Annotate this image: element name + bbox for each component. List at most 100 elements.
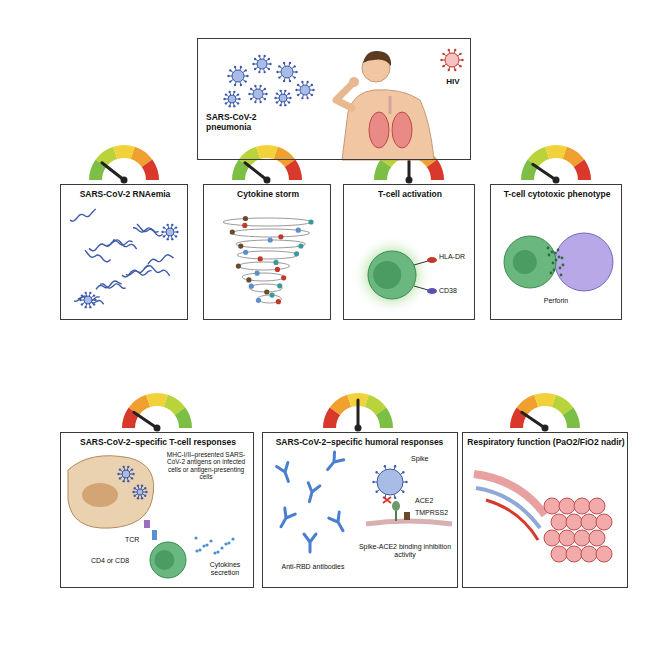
parameter-box: T-cell cytotoxic phenotypePerforin bbox=[490, 184, 622, 320]
gauge-needle bbox=[533, 164, 556, 180]
target-cell bbox=[555, 233, 613, 291]
patient-torso bbox=[342, 90, 434, 160]
virus-spike-tip bbox=[402, 490, 404, 492]
perforin-granule bbox=[553, 269, 556, 272]
gauge-needle bbox=[522, 412, 545, 428]
alveolus bbox=[566, 546, 582, 562]
virus-spike-tip bbox=[240, 66, 242, 68]
antigen-presenting-cell bbox=[68, 456, 154, 528]
virus-spike-tip bbox=[284, 90, 286, 92]
cytokine-dot bbox=[268, 237, 273, 242]
virus-spike-tip bbox=[223, 98, 225, 100]
antibody bbox=[276, 508, 295, 530]
virus-spike-tip bbox=[405, 481, 407, 483]
gauge-segment bbox=[129, 395, 151, 415]
perforin-granule bbox=[562, 264, 565, 267]
virus-spike-tip bbox=[372, 481, 374, 483]
virus-spike-tip bbox=[237, 93, 239, 95]
rna-strand bbox=[70, 209, 96, 221]
cytokine-dot bbox=[194, 536, 197, 539]
hla-dr-receptor bbox=[427, 257, 437, 263]
virus-spike-tip bbox=[254, 68, 256, 70]
cytokine-dot bbox=[273, 260, 278, 265]
virus-spike-tip bbox=[311, 94, 313, 96]
virus-spike-tip bbox=[252, 63, 254, 65]
virus-spike-tip bbox=[295, 71, 297, 73]
cytokine-dot bbox=[254, 271, 259, 276]
rna-strand bbox=[144, 266, 170, 276]
rna-strand bbox=[100, 284, 126, 288]
virus-body bbox=[137, 489, 143, 495]
cytokine-dot bbox=[275, 267, 280, 272]
virus-spike-tip bbox=[176, 231, 178, 233]
virus-spike-tip bbox=[297, 94, 299, 96]
virus-body bbox=[279, 94, 287, 102]
part-label: Perforin bbox=[521, 297, 591, 305]
cytokine-dot bbox=[308, 219, 313, 224]
virus-spike-tip bbox=[276, 92, 278, 94]
gauge-needle bbox=[102, 163, 124, 180]
cytokine-dot bbox=[278, 234, 283, 239]
antibody bbox=[323, 452, 344, 474]
virus-spike-tip bbox=[311, 84, 313, 86]
apc-nucleus bbox=[82, 483, 118, 507]
perforin-granule bbox=[550, 272, 553, 275]
virus-spike-tip bbox=[225, 102, 227, 104]
virus-spike-tip bbox=[254, 85, 256, 87]
cytokine-dot bbox=[198, 548, 201, 551]
virus-spike-tip bbox=[283, 80, 285, 82]
part-label: CD4 or CD8 bbox=[91, 557, 145, 565]
part-label: HIV bbox=[438, 77, 468, 86]
gauge-segment bbox=[330, 395, 352, 415]
cytokine-dot bbox=[249, 284, 254, 289]
cytokine-dot bbox=[296, 228, 301, 233]
virus-spike-tip bbox=[250, 98, 252, 100]
virus-spike-tip bbox=[402, 471, 404, 473]
virus-spike-tip bbox=[269, 63, 271, 65]
overview-panel: SARS-CoV-2 pneumoniaHIV bbox=[197, 38, 471, 160]
virus-spike-tip bbox=[141, 485, 143, 487]
ace2-stalk bbox=[395, 510, 397, 521]
virus bbox=[132, 485, 147, 500]
virus-spike-tip bbox=[81, 303, 83, 305]
part-label: Spike bbox=[411, 455, 451, 463]
virus-spike-tip bbox=[265, 93, 267, 95]
patient-fist bbox=[349, 77, 359, 87]
virus-spike-tip bbox=[122, 466, 124, 468]
virus-spike-tip bbox=[79, 299, 81, 301]
virus-spike-tip bbox=[175, 226, 177, 228]
virus-spike-tip bbox=[233, 91, 235, 93]
cytokine-dot bbox=[258, 256, 263, 261]
virus-spike-tip bbox=[278, 76, 280, 78]
virus-spike-tip bbox=[228, 91, 230, 93]
cytokine-dot bbox=[238, 243, 243, 248]
sars-cov-2-virus bbox=[227, 66, 248, 86]
gauge bbox=[510, 393, 580, 432]
virus-body bbox=[281, 66, 293, 78]
virus-spike-tip bbox=[288, 101, 290, 103]
virus-spike-tip bbox=[258, 55, 260, 57]
cell-membrane bbox=[366, 521, 452, 524]
antibody bbox=[304, 483, 320, 503]
virus-spike-tip bbox=[448, 49, 450, 51]
virus-spike-tip bbox=[131, 468, 133, 470]
virus-body bbox=[445, 53, 459, 67]
virus-spike-tip bbox=[233, 105, 235, 107]
t-cell bbox=[150, 542, 186, 578]
virus-body bbox=[122, 470, 130, 478]
virus-spike-tip bbox=[254, 101, 256, 103]
part-label: Cytokines secretion bbox=[199, 561, 251, 577]
ace2-receptor bbox=[392, 501, 400, 511]
rna-strand bbox=[137, 224, 163, 236]
cytokine-dot bbox=[298, 243, 303, 248]
perforin-granule bbox=[557, 249, 560, 252]
virus-spike-tip bbox=[227, 75, 229, 77]
box-title: Respiratory function (PaO2/FiO2 nadir) bbox=[467, 438, 625, 448]
gauge-segment bbox=[285, 159, 302, 180]
virus-spike-tip bbox=[132, 473, 134, 475]
virus-spike-tip bbox=[122, 480, 124, 482]
left-lung bbox=[369, 112, 389, 148]
virus-spike-tip bbox=[144, 487, 146, 489]
virus-spike-tip bbox=[250, 88, 252, 90]
inhibition-cross bbox=[383, 497, 391, 503]
